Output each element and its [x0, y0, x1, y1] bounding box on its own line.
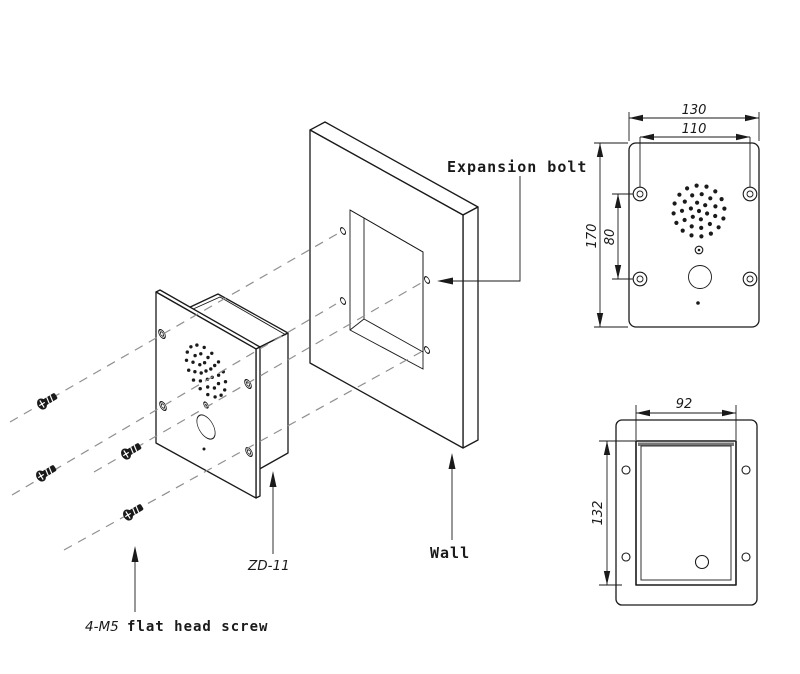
- expansion-bolt-hole: [423, 346, 431, 354]
- rear-view-dimensions: 92 132: [591, 397, 737, 586]
- wall-opening: [349, 209, 424, 370]
- dim-cutout-height: 132: [591, 501, 606, 526]
- mounting-hole: [159, 400, 167, 412]
- expansion-bolt-hole: [339, 227, 347, 235]
- indicator-dot: [202, 447, 206, 451]
- wall-slab: [309, 121, 479, 449]
- front-view-dimensions: 130 110 170 80: [585, 103, 760, 328]
- screw: [120, 500, 146, 523]
- screw: [118, 439, 144, 462]
- mounting-hole: [245, 446, 253, 458]
- rear-box-flange: [638, 442, 734, 446]
- device-unit: [155, 289, 289, 499]
- dim-hole-spacing-height: 80: [603, 229, 618, 246]
- speaker-grille: [184, 343, 228, 399]
- rear-fixing-holes: [621, 465, 751, 562]
- leader-arrow: [269, 471, 277, 487]
- label-expansion-bolt: Expansion bolt: [447, 158, 587, 176]
- front-panel-outline: [628, 142, 760, 328]
- screw-hole: [632, 271, 648, 287]
- call-button: [196, 414, 216, 440]
- label-screw-type: flat head screw: [127, 619, 268, 635]
- indicator-dot-front: [696, 301, 700, 305]
- expansion-bolt-holes: [339, 227, 431, 354]
- fixing-hole: [621, 552, 631, 562]
- screw: [34, 389, 60, 412]
- mounting-hole: [158, 328, 166, 340]
- label-screw-spec: 4-M5: [85, 619, 119, 635]
- screw: [33, 461, 59, 484]
- screw-hole: [632, 186, 648, 202]
- leader-arrow: [437, 277, 453, 285]
- expansion-bolt-hole: [423, 276, 431, 284]
- device-box: [185, 293, 289, 472]
- leader-line: [453, 176, 521, 282]
- expansion-bolt-hole: [339, 297, 347, 305]
- label-wall: Wall: [430, 544, 470, 562]
- wall-side-face: [462, 206, 479, 449]
- label-model: ZD-11: [247, 558, 290, 574]
- dim-hole-spacing-width: 110: [682, 122, 707, 137]
- flat-head-screws: [33, 389, 146, 523]
- front-screw-holes: [632, 186, 758, 287]
- screw-hole: [742, 271, 758, 287]
- alignment-lines: [9, 233, 422, 551]
- fixing-hole: [741, 465, 751, 475]
- dim-cutout-width: 92: [676, 397, 693, 412]
- rear-view: 92 132: [591, 397, 758, 606]
- rear-box-inner: [640, 445, 732, 581]
- device-panel: [155, 289, 261, 499]
- call-button-front: [688, 265, 712, 289]
- fixing-hole: [621, 465, 631, 475]
- leader-arrow: [448, 453, 456, 469]
- alignment-dashed-line: [63, 351, 422, 551]
- dim-overall-width: 130: [682, 103, 707, 118]
- front-view: 130 110 170 80: [585, 103, 760, 328]
- callouts: Expansion bolt Wall ZD-11 4-M5 flat head…: [85, 158, 587, 635]
- fixing-hole: [741, 552, 751, 562]
- dim-overall-height: 170: [585, 224, 600, 249]
- mic-hole-front: [694, 245, 704, 255]
- rear-plate-outline: [615, 419, 758, 606]
- wall-front-face: [309, 129, 464, 449]
- screw-hole: [742, 186, 758, 202]
- rear-box-outline: [635, 440, 737, 586]
- leader-arrow: [131, 546, 139, 562]
- cable-entry-hole: [694, 554, 710, 570]
- speaker-grille-front: [671, 183, 727, 239]
